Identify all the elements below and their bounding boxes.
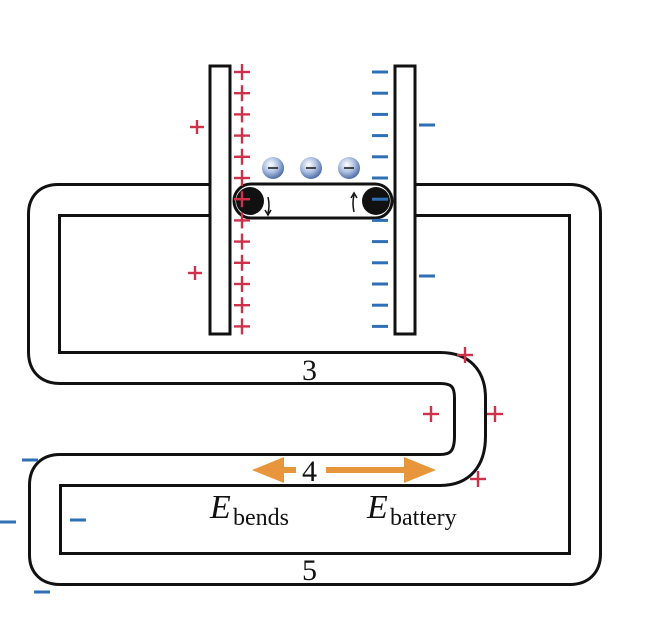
plus-sign-icon — [234, 318, 250, 335]
e-battery-subscript: battery — [390, 505, 457, 531]
electron-icon — [262, 157, 284, 179]
plus-sign-icon — [188, 266, 202, 280]
e-bends-label: E — [209, 489, 231, 526]
plus-sign-icon — [487, 406, 503, 422]
rotation-arrow-icon — [264, 209, 272, 217]
plus-sign-icon — [234, 106, 250, 123]
rotation-arrow-icon — [267, 196, 270, 214]
electrons — [262, 157, 360, 179]
roller-icon — [362, 187, 390, 215]
electron-icon — [338, 157, 360, 179]
plus-sign-icon — [234, 191, 250, 208]
section-label-5: 5 — [302, 554, 317, 587]
belt-body — [232, 182, 394, 220]
plus-sign-icon — [423, 406, 439, 422]
plus-sign-icon — [234, 170, 250, 186]
negative-plate — [393, 64, 417, 336]
plus-sign-icon — [234, 254, 250, 271]
rotation-arrow-icon — [352, 194, 355, 213]
double-headed-arrow-icon — [252, 456, 436, 484]
plus-sign-icon — [234, 212, 250, 229]
plus-sign-icon — [234, 85, 250, 102]
plus-sign-icon — [190, 120, 204, 134]
e-battery-label: E — [366, 489, 388, 526]
rotation-arrow-icon — [350, 191, 358, 199]
plus-sign-icon — [234, 297, 250, 314]
positive-charges — [234, 64, 250, 335]
plus-sign-icon — [470, 471, 486, 487]
e-bends-subscript: bends — [233, 505, 289, 531]
plus-sign-icon — [234, 233, 250, 250]
wire — [27, 183, 602, 586]
negative-charges — [372, 70, 388, 328]
positive-plate — [208, 64, 232, 336]
electron-icon — [300, 157, 322, 179]
conveyor-belt — [232, 182, 394, 220]
roller-icon — [236, 187, 264, 215]
section-label-4: 4 — [302, 455, 317, 488]
wire-inner — [30, 186, 599, 583]
plus-sign-icon — [457, 347, 473, 363]
plus-sign-icon — [234, 64, 250, 80]
plus-sign-icon — [234, 127, 250, 144]
plus-sign-icon — [234, 276, 250, 292]
section-label-3: 3 — [302, 354, 317, 387]
plus-sign-icon — [234, 148, 250, 165]
